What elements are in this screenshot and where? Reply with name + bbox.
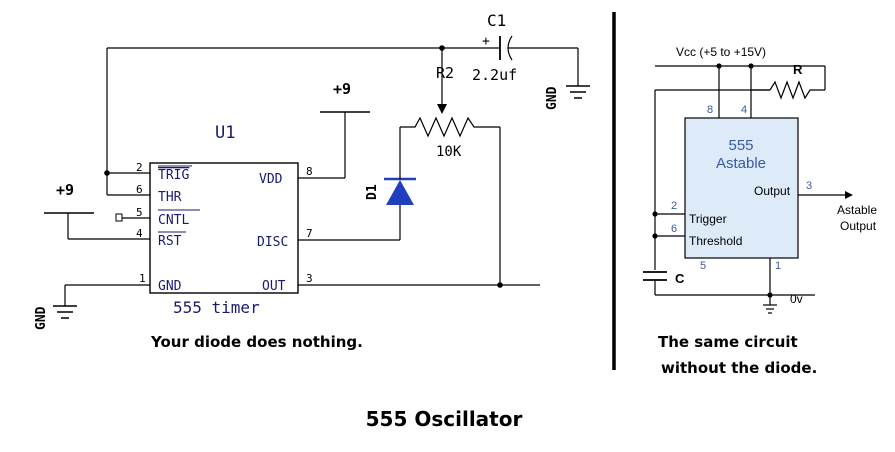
supply-top-label: +9 bbox=[333, 80, 351, 98]
zero-v-label: 0v bbox=[790, 292, 803, 306]
c1-label: C1 bbox=[487, 11, 506, 30]
junction-dot bbox=[104, 170, 110, 176]
right-schematic: Vcc (+5 to +15V) 555 Astable Output Trig… bbox=[643, 45, 877, 377]
pin-disc-label: DISC bbox=[257, 235, 288, 250]
d1-label: D1 bbox=[365, 184, 380, 200]
pin-2-number: 2 bbox=[136, 161, 143, 174]
r-label: R bbox=[793, 62, 803, 77]
right-caption-line1: The same circuit bbox=[658, 333, 798, 351]
u1-label: U1 bbox=[215, 123, 235, 143]
c1-plus: + bbox=[482, 34, 490, 49]
astable-output-line2: Output bbox=[840, 219, 877, 233]
pin-2-astable: 2 bbox=[671, 200, 677, 212]
pin-8-astable: 8 bbox=[707, 104, 713, 116]
pin-3-number: 3 bbox=[306, 272, 313, 285]
pin-1-number: 1 bbox=[139, 272, 146, 285]
pin-trig-label: TRIG bbox=[158, 168, 189, 183]
gnd-left-label: GND bbox=[34, 306, 49, 330]
pin-cntl-label: CNTL bbox=[158, 213, 189, 228]
pin-6-number: 6 bbox=[136, 183, 143, 196]
left-schematic: U1 555 timer 2 6 5 4 1 TRIG THR CNTL RST… bbox=[34, 11, 590, 351]
r2-label: R2 bbox=[436, 64, 454, 82]
right-caption-line2: without the diode. bbox=[661, 359, 817, 377]
c-label: C bbox=[675, 271, 685, 286]
vcc-label: Vcc (+5 to +15V) bbox=[676, 45, 766, 59]
pin-5-astable: 5 bbox=[700, 260, 706, 272]
threshold-label: Threshold bbox=[689, 234, 742, 248]
cntl-terminal bbox=[115, 213, 123, 222]
c1-value: 2.2uf bbox=[472, 66, 517, 84]
pin-7-number: 7 bbox=[306, 227, 313, 240]
pin-thr-label: THR bbox=[158, 190, 182, 205]
junction-dot bbox=[497, 282, 503, 288]
pin-1-astable: 1 bbox=[775, 260, 781, 272]
pin-3-astable: 3 bbox=[806, 180, 812, 192]
r2-value: 10K bbox=[436, 144, 462, 160]
left-caption: Your diode does nothing. bbox=[150, 333, 363, 351]
astable-chip-body bbox=[684, 117, 799, 259]
pin-5-number: 5 bbox=[136, 206, 143, 219]
trigger-label: Trigger bbox=[689, 212, 727, 226]
chip-line-astable: Astable bbox=[716, 155, 766, 172]
pin-8-number: 8 bbox=[306, 165, 313, 178]
pin-4-number: 4 bbox=[136, 227, 143, 240]
pin-rst-label: RST bbox=[158, 234, 182, 249]
astable-output-line1: Astable bbox=[837, 203, 877, 217]
pin-6-astable: 6 bbox=[671, 223, 677, 235]
u1-caption: 555 timer bbox=[173, 298, 260, 317]
pin-vdd-label: VDD bbox=[259, 172, 283, 187]
gnd-right-label: GND bbox=[545, 86, 560, 110]
pin-4-astable: 4 bbox=[741, 104, 747, 116]
pin-out-label: OUT bbox=[262, 279, 286, 294]
d1-diode bbox=[386, 180, 414, 205]
output-pin-label: Output bbox=[754, 184, 791, 198]
pin-gnd-label: GND bbox=[158, 279, 182, 294]
supply-left-label: +9 bbox=[56, 181, 74, 199]
figure-title: 555 Oscillator bbox=[366, 407, 523, 431]
chip-line-555: 555 bbox=[728, 137, 753, 154]
u1-chip-body bbox=[149, 162, 299, 294]
